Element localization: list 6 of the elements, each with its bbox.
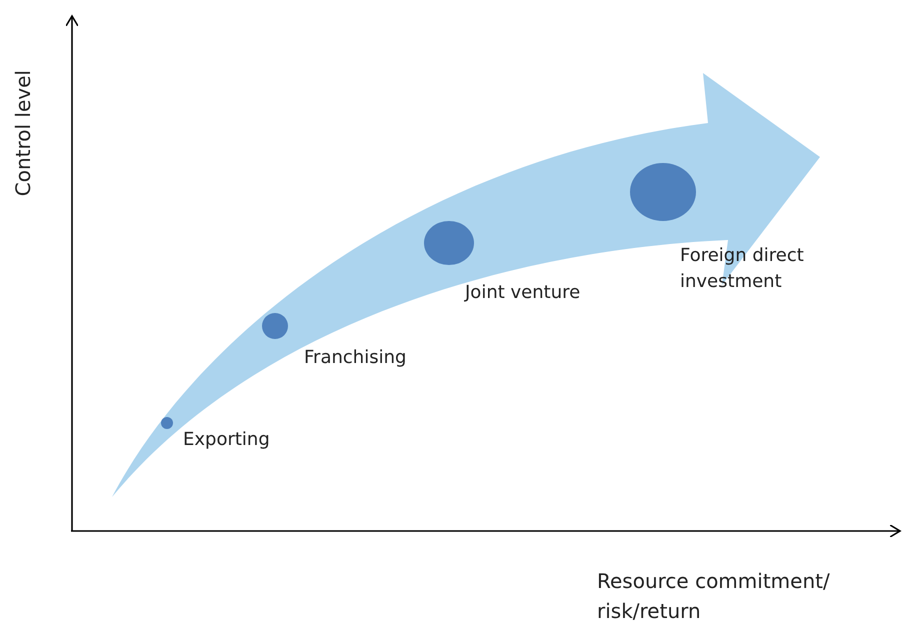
stage-label: Franchising — [304, 346, 408, 370]
stage-label: Joint venture — [465, 281, 582, 305]
stage-label: Exporting — [183, 428, 271, 452]
axis-title: Control level — [10, 70, 36, 196]
stage-label: Foreign direct investment — [680, 244, 805, 294]
axis-title: Resource commitment/ risk/return — [597, 568, 831, 625]
